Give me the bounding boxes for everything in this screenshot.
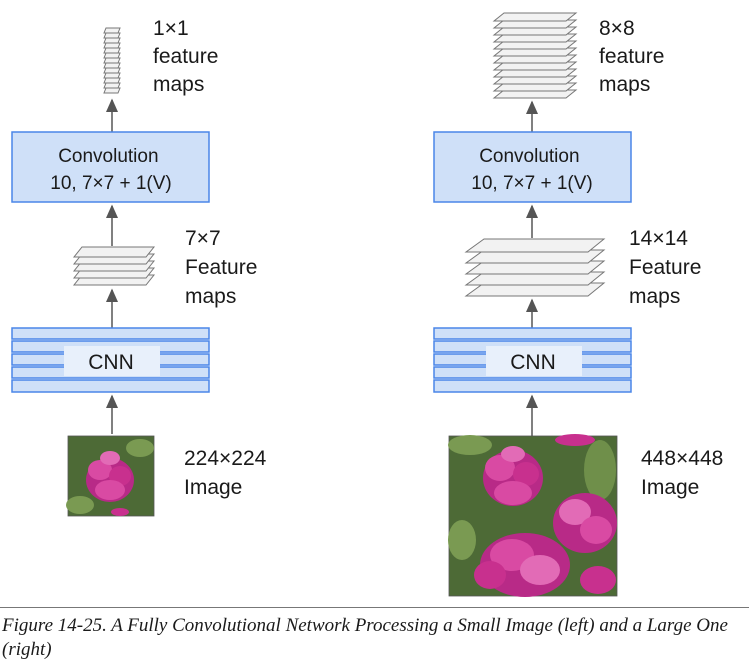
right-cnn-block xyxy=(433,327,632,393)
left-mid-feature-maps-icon xyxy=(72,246,156,286)
left-output-feature-maps-icon xyxy=(103,27,121,94)
diagram-figure: 1×1 feature maps Convolution 10, 7×7 + 1… xyxy=(11,12,729,597)
right-image-label: 448×448 Image xyxy=(641,447,729,499)
left-mid-label: 7×7 Feature maps xyxy=(185,227,263,308)
left-image-label: 224×224 Image xyxy=(184,447,272,499)
right-output-label: 8×8 feature maps xyxy=(599,17,670,96)
figure-caption: Figure 14-25. A Fully Convolutional Netw… xyxy=(2,615,728,660)
right-convolution-box xyxy=(433,131,632,203)
right-cnn-label: CNN xyxy=(510,351,556,374)
caption-divider xyxy=(0,607,749,608)
right-flower-image xyxy=(448,434,618,597)
left-convolution-box xyxy=(11,131,210,203)
right-mid-feature-maps-icon xyxy=(464,238,606,297)
right-convolution-label: Convolution 10, 7×7 + 1(V) xyxy=(471,146,592,194)
left-cnn-label: CNN xyxy=(88,351,134,374)
left-output-label: 1×1 feature maps xyxy=(153,17,224,96)
left-network: 1×1 feature maps Convolution 10, 7×7 + 1… xyxy=(11,17,272,517)
left-cnn-block xyxy=(11,327,210,393)
right-mid-label: 14×14 Feature maps xyxy=(629,227,707,308)
right-network: 8×8 feature maps Convolution 10, 7×7 + 1… xyxy=(433,12,729,597)
left-convolution-label: Convolution 10, 7×7 + 1(V) xyxy=(50,146,171,194)
right-output-feature-maps-icon xyxy=(492,12,578,99)
left-flower-image xyxy=(66,435,155,517)
